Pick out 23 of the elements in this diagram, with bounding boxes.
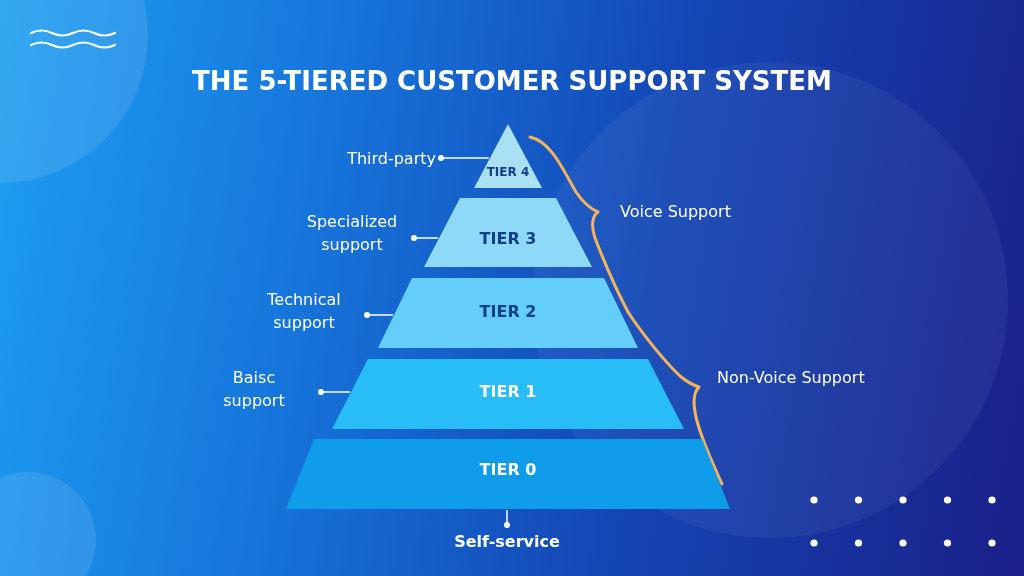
leader-line xyxy=(504,509,510,528)
pyramid-tier xyxy=(424,198,592,267)
tier-label: TIER 1 xyxy=(479,382,537,402)
tier-description: Specialized support xyxy=(294,210,410,256)
leader-line xyxy=(438,155,490,161)
bracket-label: Non-Voice Support xyxy=(717,367,865,389)
tier-label: TIER 0 xyxy=(479,460,537,480)
pyramid-tier xyxy=(332,359,684,429)
bracket-label: Voice Support xyxy=(620,201,731,223)
tier-description: Baisc support xyxy=(213,366,316,412)
leader-line xyxy=(411,235,439,241)
tier-description: Technical support xyxy=(246,288,362,334)
title: THE 5-TIERED CUSTOMER SUPPORT SYSTEM xyxy=(192,66,832,96)
tier-description: Third-party xyxy=(312,147,436,170)
leader-line xyxy=(318,389,351,395)
tier-description: Self-service xyxy=(432,530,582,553)
pyramid-tier xyxy=(378,278,638,348)
tier-label: TIER 4 xyxy=(486,166,530,180)
pyramid-tier xyxy=(286,439,730,509)
tier-label: TIER 3 xyxy=(479,229,537,249)
leader-line xyxy=(364,312,394,318)
tier-label: TIER 2 xyxy=(479,302,537,322)
pyramid-tier xyxy=(474,124,542,188)
